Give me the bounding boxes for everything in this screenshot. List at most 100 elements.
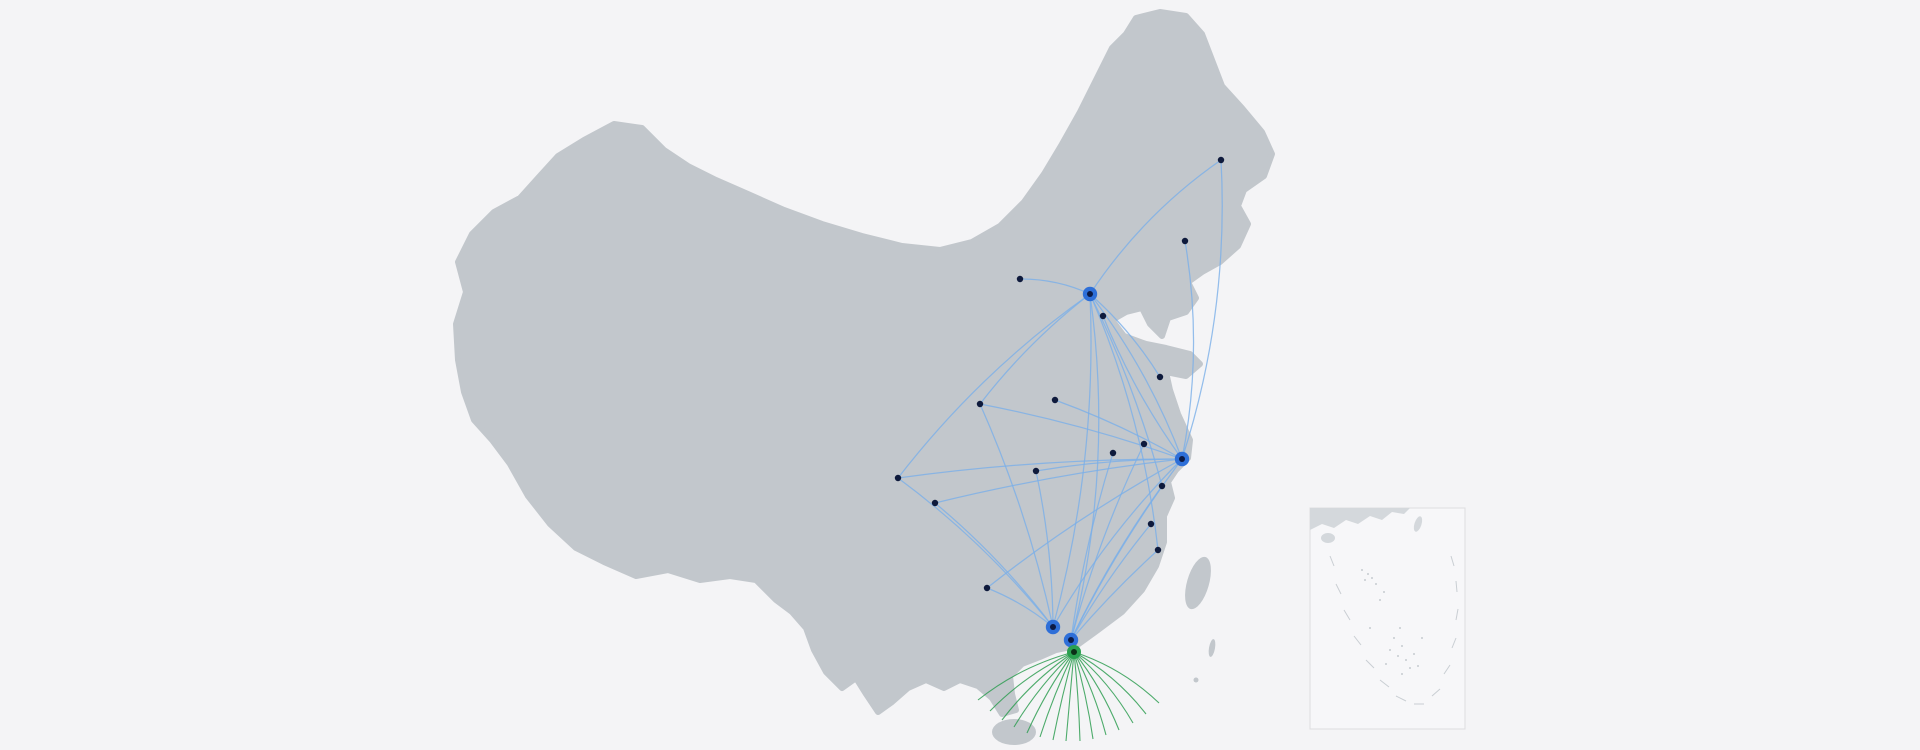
- city-markers: [894, 156, 1225, 592]
- city-dot-c2[interactable]: [1181, 237, 1189, 245]
- green-route-6: [1052, 651, 1075, 741]
- inset-island-dot-13: [1409, 667, 1411, 669]
- city-dot-c12[interactable]: [931, 499, 939, 507]
- city-dot-c7[interactable]: [976, 400, 984, 408]
- green-route-13: [1073, 651, 1147, 715]
- route-hubS1-c11: [897, 477, 1054, 628]
- green-route-8: [1073, 651, 1081, 742]
- route-hubE-c12: [934, 458, 1183, 504]
- inset-island-dot-2: [1364, 579, 1366, 581]
- inset-dash-segment-6: [1395, 695, 1407, 702]
- hub-marker-hubE[interactable]: [1174, 451, 1190, 467]
- green-hub-marker-hubG[interactable]: [1067, 645, 1081, 659]
- inset-island-dot-6: [1379, 599, 1381, 601]
- inset-island-dot-14: [1401, 673, 1403, 675]
- city-dot-c8[interactable]: [1140, 440, 1148, 448]
- green-route-10: [1073, 651, 1107, 736]
- city-dot-c3[interactable]: [1016, 275, 1024, 283]
- route-lines-green: [977, 651, 1160, 742]
- green-route-14: [1073, 651, 1160, 704]
- inset-island-dot-5: [1383, 591, 1385, 593]
- hub-marker-hubS1[interactable]: [1045, 619, 1061, 635]
- small-islet-2: [1193, 677, 1199, 683]
- inset-dash-segment-4: [1365, 659, 1375, 669]
- green-route-1: [989, 651, 1075, 712]
- route-hubS2-c9: [1070, 452, 1114, 641]
- south-china-sea-inset: [1309, 507, 1466, 730]
- route-hubE-c4: [1102, 315, 1183, 460]
- china-map-shape: [453, 9, 1275, 745]
- hub-marker-hubS2[interactable]: [1063, 632, 1079, 648]
- hub-markers: [1045, 286, 1190, 659]
- small-islet-1: [1208, 639, 1216, 657]
- route-hubE-hubS1: [1052, 458, 1183, 628]
- route-hubE-c16: [986, 458, 1183, 589]
- hainan-island-shape: [992, 719, 1036, 745]
- hub-marker-hubN[interactable]: [1082, 286, 1098, 302]
- city-dot-c11[interactable]: [894, 474, 902, 482]
- city-dot-c6[interactable]: [1051, 396, 1059, 404]
- route-hubN-hubS1: [1052, 293, 1092, 628]
- city-dot-c5[interactable]: [1156, 373, 1164, 381]
- city-dot-c4[interactable]: [1099, 312, 1107, 320]
- inset-island-dot-17: [1385, 663, 1387, 665]
- route-hubN-c11: [897, 293, 1091, 479]
- green-route-7: [1065, 651, 1075, 742]
- inset-mainland-coast-shape: [1310, 508, 1410, 530]
- city-dot-c15[interactable]: [1154, 546, 1162, 554]
- inset-dash-segment-10: [1451, 637, 1457, 649]
- inset-island-dots: [1361, 569, 1423, 675]
- route-hubE-c11: [897, 458, 1183, 479]
- city-dot-c14[interactable]: [1147, 520, 1155, 528]
- route-hubS2-c14: [1070, 523, 1152, 641]
- inset-island-dot-3: [1371, 577, 1373, 579]
- inset-dash-segment-2: [1343, 609, 1351, 621]
- route-hubN-c15: [1089, 293, 1159, 551]
- green-route-12: [1073, 651, 1134, 724]
- route-hubS1-c7: [979, 403, 1054, 628]
- inset-island-dot-15: [1417, 665, 1419, 667]
- green-route-4: [1026, 651, 1075, 734]
- inset-island-dot-9: [1401, 645, 1403, 647]
- inset-island-dot-11: [1405, 659, 1407, 661]
- inset-island-dot-1: [1367, 573, 1369, 575]
- inset-island-dot-10: [1397, 655, 1399, 657]
- route-hubN-c7: [979, 293, 1091, 405]
- inset-island-dot-4: [1375, 583, 1377, 585]
- city-dot-c16[interactable]: [983, 584, 991, 592]
- city-dot-c10[interactable]: [1032, 467, 1040, 475]
- route-hubS1-c10: [1035, 470, 1054, 628]
- inset-island-dot-0: [1361, 569, 1363, 571]
- green-route-5: [1039, 651, 1075, 738]
- route-hubS2-c8: [1070, 443, 1145, 641]
- inset-dash-segment-12: [1455, 580, 1458, 593]
- city-dot-c9[interactable]: [1109, 449, 1117, 457]
- inset-dash-segment-3: [1353, 635, 1362, 646]
- inset-island-dot-16: [1389, 649, 1391, 651]
- green-route-9: [1073, 651, 1094, 740]
- inset-dash-segment-8: [1431, 688, 1441, 697]
- city-dot-c1[interactable]: [1217, 156, 1225, 164]
- route-hubS2-c15: [1070, 549, 1159, 641]
- inset-island-dot-7: [1399, 627, 1401, 629]
- inset-dash-segment-5: [1379, 679, 1390, 688]
- green-route-11: [1073, 651, 1120, 731]
- inset-dash-segment-13: [1450, 555, 1455, 567]
- inset-dash-segment-0: [1329, 555, 1335, 567]
- china-mainland-shape: [453, 9, 1275, 717]
- green-route-2: [1001, 651, 1075, 721]
- route-hubN-hubS2: [1070, 293, 1100, 641]
- green-route-3: [1013, 651, 1075, 728]
- inset-hainan-shape: [1321, 533, 1335, 543]
- route-hubE-c6: [1054, 399, 1183, 460]
- inset-dash-segment-11: [1455, 608, 1459, 621]
- inset-frame: [1309, 507, 1466, 730]
- city-dot-c13[interactable]: [1158, 482, 1166, 490]
- inset-dash-segment-9: [1443, 664, 1451, 675]
- inset-island-dot-19: [1369, 627, 1371, 629]
- inset-island-dot-8: [1393, 637, 1395, 639]
- inset-taiwan-shape: [1413, 516, 1423, 532]
- route-hubE-c1: [1181, 159, 1223, 460]
